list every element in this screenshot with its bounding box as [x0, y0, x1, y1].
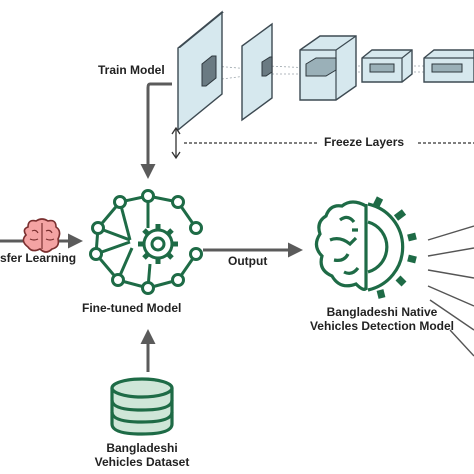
neural-network-gear-icon: [89, 189, 203, 295]
freeze-layers-indicator: [171, 126, 474, 160]
cnn-layer-3: [299, 35, 357, 101]
cnn-layer-4: [361, 49, 413, 83]
detection-model-label: Bangladeshi Native Vehicles Detection Mo…: [292, 305, 472, 334]
cnn-layer-1: [177, 10, 224, 132]
fine-tuned-model-label: Fine-tuned Model: [82, 301, 182, 315]
dataset-label-line2: Vehicles Dataset: [94, 454, 190, 469]
brain-gear-icon: [314, 196, 417, 299]
dataset-label: Bangladeshi Vehicles Dataset: [80, 441, 204, 470]
brain-icon: [22, 218, 61, 253]
cnn-layer-stack: [177, 10, 474, 132]
detection-model-label-line2: Vehicles Detection Model: [309, 318, 455, 333]
transfer-learning-label: sfer Learning: [0, 251, 77, 265]
cnn-layer-5: [423, 49, 474, 83]
cnn-layer-2: [241, 22, 273, 122]
freeze-layers-label: Freeze Layers: [320, 135, 409, 150]
train-model-arrow: [140, 82, 172, 179]
database-icon: [110, 377, 174, 436]
detection-model-label-line1: Bangladeshi Native: [326, 305, 438, 319]
train-model-label: Train Model: [98, 63, 165, 77]
output-fan-lines: [427, 225, 474, 357]
dataset-label-line1: Bangladeshi: [106, 441, 178, 455]
output-label: Output: [228, 254, 268, 268]
